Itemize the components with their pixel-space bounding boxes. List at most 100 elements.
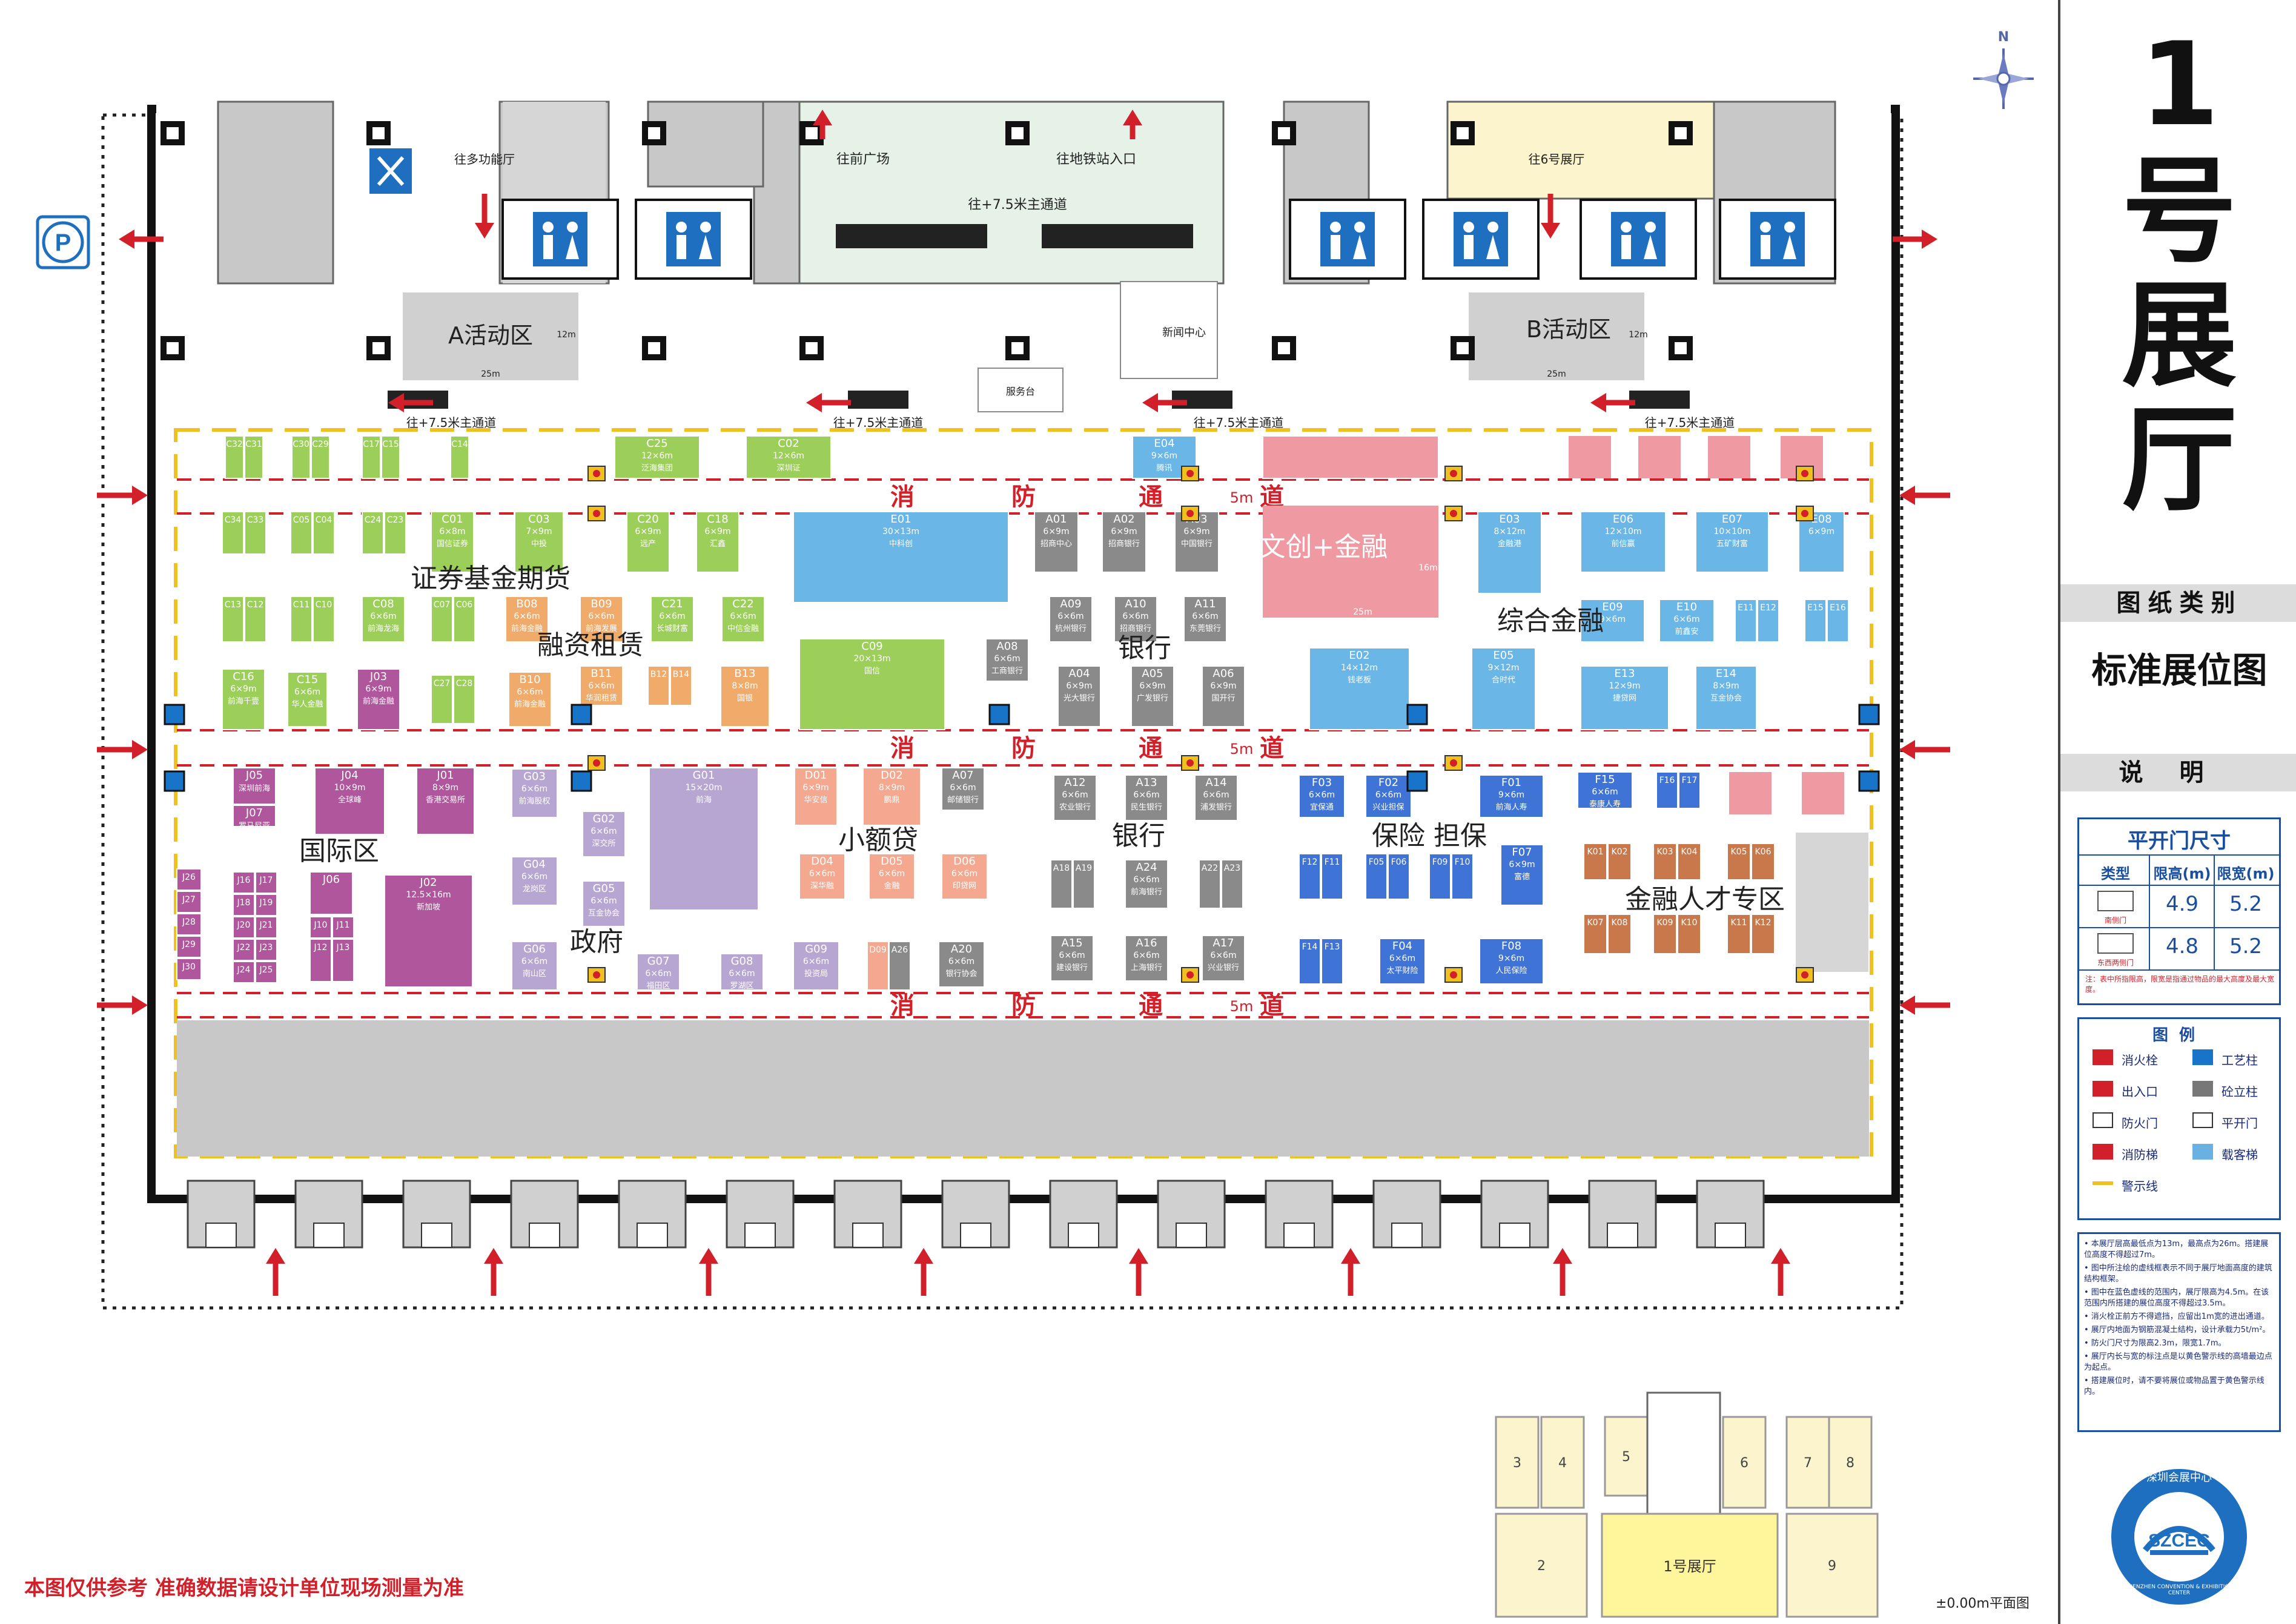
booth-j06: J06 — [309, 871, 353, 915]
legend-box: 图例 消火栓工艺柱出入口砼立柱防火门平开门消防梯载客梯警示线 — [2077, 1017, 2281, 1220]
booth-c07: C07 — [431, 596, 453, 642]
booth-size: 6×9m — [1808, 527, 1834, 536]
booth-org: 全球峰 — [338, 795, 362, 805]
booth-id: J30 — [182, 962, 196, 972]
zone-label: 保险 担保 — [1372, 820, 1487, 851]
booth-id: C15 — [382, 440, 399, 449]
booth-j28: J28 — [176, 913, 202, 936]
booth-size: 6×9m — [704, 527, 730, 536]
news-center — [1120, 281, 1218, 379]
booth-id: C13 — [225, 600, 242, 610]
booth-id: F01 — [1501, 776, 1521, 789]
title-sidebar: 1 号 展 厅 图纸类别 标准展位图 说明 平开门尺寸 类型 限高(m) 限宽(… — [2058, 0, 2296, 1624]
legend-label: 防火门 — [2122, 1116, 2158, 1131]
booth-org: 远产 — [640, 540, 656, 549]
booth-org: 前海发展 — [586, 624, 617, 633]
booth-org: 前信赢 — [1611, 539, 1635, 549]
entrance-arrow-icon — [484, 1248, 503, 1296]
stair-core — [217, 101, 334, 285]
booth-c11: C11 — [290, 596, 313, 642]
booth-id: J01 — [436, 769, 454, 782]
booth — [1638, 436, 1681, 478]
booth-k09: K09 — [1653, 914, 1677, 954]
booth-id: K06 — [1755, 847, 1772, 857]
news-center-label: 新闻中心 — [1162, 326, 1206, 339]
booth-size: 8×8m — [732, 681, 758, 691]
notes-band: 说明 — [2060, 754, 2296, 791]
swing-door-icon — [2097, 891, 2134, 911]
storage-block — [1796, 833, 1868, 972]
booth-j29: J29 — [176, 936, 202, 958]
booth-size: 6×6m — [517, 687, 543, 697]
booth-id: C07 — [434, 600, 451, 610]
fire-lane-char: 消 — [890, 992, 915, 1020]
door-type: 东西两侧门 — [2097, 959, 2134, 967]
entrance-arrow-icon — [1123, 110, 1142, 139]
booth-org: 招商银行 — [1120, 624, 1151, 633]
booth-id: F11 — [1325, 857, 1340, 867]
booth-a26: A26 — [888, 941, 911, 991]
booth-id: C04 — [316, 515, 332, 525]
booth-id: C03 — [528, 513, 549, 526]
zone-label: 小额贷 — [838, 825, 918, 856]
booth-id: G06 — [523, 943, 546, 956]
booth-id: A16 — [1136, 937, 1157, 949]
booth-id: F12 — [1302, 857, 1318, 867]
booth-org: 招商中心 — [1040, 540, 1072, 549]
booth-org: 宜保通 — [1310, 803, 1334, 812]
booth-c12: C12 — [244, 596, 266, 642]
escalator-icon — [1629, 391, 1690, 409]
fire-door-icon — [421, 1223, 452, 1248]
zone-label: 融资租赁 — [537, 630, 644, 661]
booth-org: 杭州银行 — [1055, 624, 1087, 633]
entrance-arrow-icon — [806, 393, 851, 412]
booth-j24: J24 — [233, 961, 255, 983]
booth-size: 6×6m — [521, 872, 548, 882]
booth-size: 6×6m — [1133, 951, 1159, 960]
service-desk — [978, 368, 1064, 412]
booth-id: C09 — [861, 640, 882, 653]
restroom-icon — [666, 212, 721, 266]
multi-hall-label: 往多功能厅 — [454, 152, 515, 167]
svg-text:SZCEC: SZCEC — [2148, 1531, 2210, 1551]
fire-lane-char: 消 — [890, 483, 915, 511]
booth-size: 9×6m — [1498, 790, 1524, 800]
booth-org: 兴业银行 — [1208, 963, 1239, 972]
booth-org: 东莞银行 — [1189, 624, 1221, 633]
booth — [1729, 772, 1772, 814]
door-type: 南侧门 — [2104, 916, 2126, 925]
booth-size: 6×6m — [645, 969, 671, 979]
activity-area-a-label: A活动区 — [448, 322, 533, 349]
booth-size: 10×9m — [334, 783, 365, 793]
zone-label: 政府 — [570, 926, 623, 957]
booth-f11: F11 — [1321, 853, 1343, 900]
booth-org: 建设银行 — [1056, 963, 1088, 972]
column-markers — [164, 466, 1880, 983]
booth-size: 14×12m — [1341, 663, 1378, 673]
booth-size: 6×6m — [1389, 954, 1415, 963]
booth-id: J22 — [237, 943, 251, 952]
booth-size: 6×9m — [1111, 527, 1137, 536]
booth-id: C21 — [661, 598, 683, 610]
booth-org: 招商银行 — [1108, 540, 1140, 549]
booth-org: 华人金融 — [291, 699, 323, 709]
door-width: 5.2 — [2229, 892, 2263, 916]
booth-org: 投资局 — [804, 969, 828, 979]
booth-org: 浦发银行 — [1200, 802, 1232, 812]
